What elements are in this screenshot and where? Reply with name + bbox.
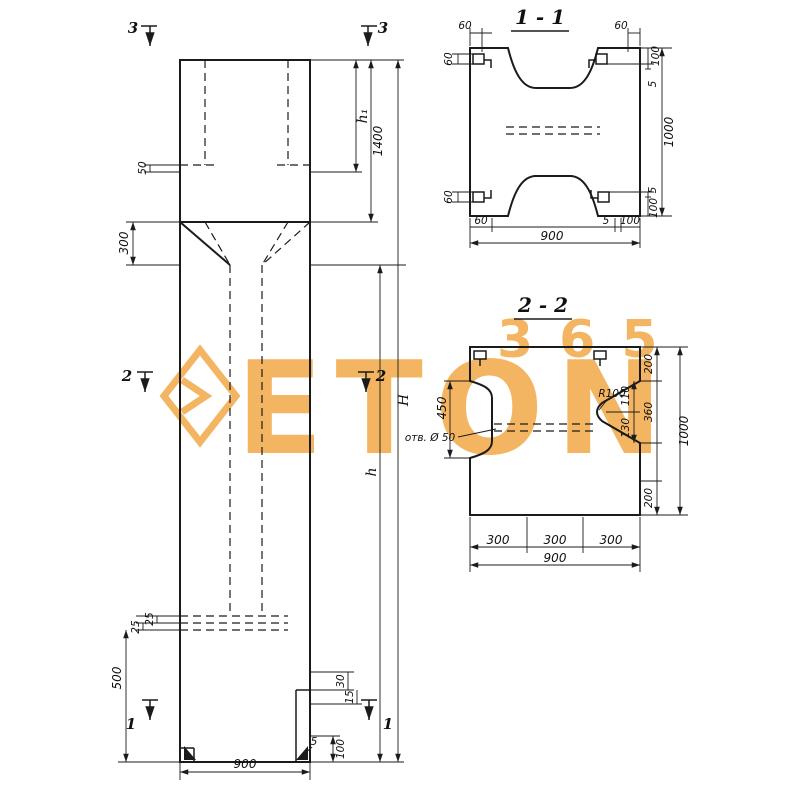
s1-dim-60-top-left: 60: [458, 20, 472, 32]
section1-title: 1 - 1: [515, 5, 565, 29]
right-foot-plate: [296, 746, 308, 760]
dim-50: 50: [137, 161, 149, 175]
section-1-view: 1 - 1: [443, 5, 676, 248]
dim-25-upper: 25: [144, 612, 156, 626]
s2-dim-300-c: 300: [600, 533, 623, 547]
dim-1400: 1400: [371, 125, 385, 156]
section-mark-1-right: 1: [383, 715, 393, 733]
section1-hidden-lines: [506, 126, 600, 135]
left-foot-plate: [184, 746, 196, 760]
s1-dim-5-right-top: 5: [647, 80, 659, 87]
watermark-brand: ETON: [236, 335, 675, 484]
section2-leaders: [457, 399, 608, 438]
s2-hole-label: отв. Ø 50: [405, 432, 456, 444]
section-mark-2-left: 2: [121, 367, 132, 385]
section2-title: 2 - 2: [517, 293, 568, 317]
dim-900-elevation: 900: [234, 757, 257, 771]
dim-300: 300: [117, 231, 131, 254]
section-mark-2-right: 2: [375, 367, 386, 385]
dim-h1: h₁: [355, 109, 371, 124]
section-mark-3-left: 3: [128, 19, 138, 37]
section2-hole-hidden-lines: [494, 423, 598, 432]
watermark-diamond-logo: [159, 344, 241, 448]
s1-dim-100-right-bottom: 100: [648, 198, 660, 218]
column-details: [179, 221, 310, 762]
s2-dim-200-bottom: 200: [643, 488, 655, 508]
section-mark-3-right: 3: [378, 19, 388, 37]
s1-dim-60-left-top: 60: [443, 52, 455, 66]
elevation-hidden-lines: [180, 60, 311, 631]
dim-h: h: [364, 467, 380, 476]
s1-dim-900: 900: [541, 229, 564, 243]
dim-H: H: [396, 393, 412, 407]
column-outline: [179, 59, 311, 763]
s2-radius-label: R100: [598, 388, 626, 400]
section2-outline: [469, 346, 641, 516]
s1-dim-1000: 1000: [662, 116, 676, 147]
s1-dim-100-right-top: 100: [650, 46, 662, 66]
s2-dim-300-b: 300: [544, 533, 567, 547]
dim-15: 15: [344, 690, 356, 704]
s1-dim-60-bottom: 60: [474, 215, 488, 227]
s2-dim-300-a: 300: [487, 533, 510, 547]
s1-dim-5-right-bottom: 5: [647, 186, 659, 193]
section1-embedded-plates: [472, 53, 610, 203]
elevation-view: 3 3 2 2 1 1 h₁ 1400 50 300 H h 25 25 500…: [110, 19, 412, 780]
section1-dimension-lines: [457, 32, 665, 246]
watermark-number: 365: [497, 310, 684, 370]
section-2-view: 2 - 2: [405, 293, 691, 572]
s2-dim-110: 110: [620, 386, 632, 406]
dim-5-foot: 5: [311, 736, 318, 748]
s2-dim-900: 900: [544, 551, 567, 565]
section-mark-1-left: 1: [126, 715, 136, 733]
section-cut-arrows: [137, 25, 377, 720]
dim-25-lower: 25: [130, 620, 142, 634]
s2-dim-360: 360: [643, 402, 655, 422]
elevation-dimension-lines: [123, 60, 401, 775]
s2-dim-1000: 1000: [677, 415, 691, 446]
s1-dim-100-bottom: 100: [620, 215, 640, 227]
dim-30: 30: [335, 674, 347, 688]
s1-dim-60-left-bottom: 60: [443, 190, 455, 204]
section2-dimension-lines: [447, 347, 683, 568]
section1-outline: [469, 47, 641, 217]
s2-dim-200-top: 200: [643, 354, 655, 374]
watermark-logo-chevron: [180, 377, 213, 415]
s2-dim-130: 130: [620, 418, 632, 438]
dim-500: 500: [110, 666, 124, 689]
s1-dim-60-top-right: 60: [614, 20, 628, 32]
s2-dim-450: 450: [435, 396, 449, 419]
section2-embedded-plates: [473, 350, 607, 366]
dim-100-foot: 100: [335, 739, 347, 759]
s1-dim-5-bottom: 5: [603, 215, 610, 227]
